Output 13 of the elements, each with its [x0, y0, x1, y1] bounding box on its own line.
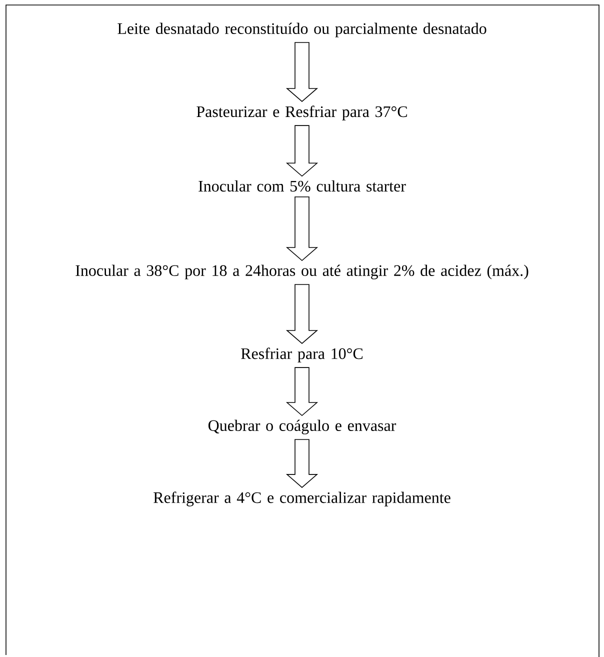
block-arrow — [286, 196, 318, 262]
step-text: Inocular a 38°C por 18 a 24horas ou até atingir 2% de acidez (máx.) — [76, 264, 528, 280]
block-arrow — [286, 42, 318, 102]
step-text: Refrigerar a 4°C e comercializar rapidamente — [154, 492, 450, 506]
block-arrow — [286, 284, 318, 344]
block-arrow — [286, 439, 318, 488]
step-text: Pasteurizar e Resfriar para 37°C — [196, 106, 407, 120]
step-text: Quebrar o coágulo e envasar — [208, 420, 396, 434]
step-text: Resfriar para 10°C — [241, 348, 362, 362]
step-text: Leite desnatado reconstituído ou parcialmente desnatado — [118, 22, 486, 38]
block-arrow — [286, 125, 318, 177]
step-text: Inocular com 5% cultura starter — [198, 180, 406, 192]
block-arrow — [286, 367, 318, 416]
